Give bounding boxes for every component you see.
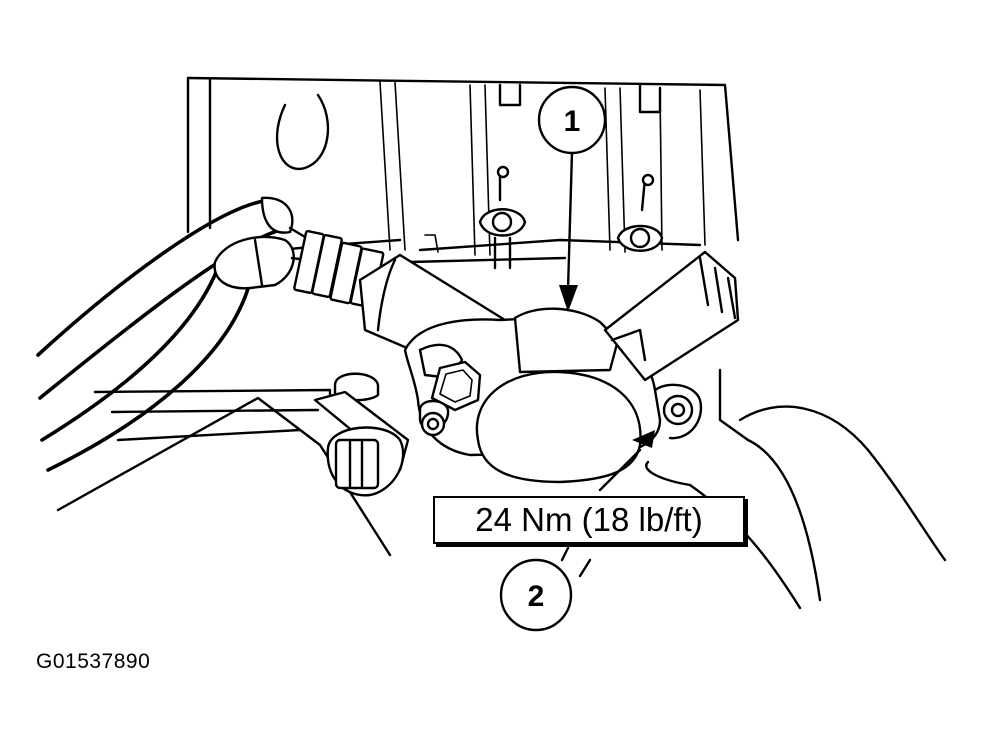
callout-2: 2	[499, 558, 573, 632]
rail-bracket-left	[478, 165, 527, 270]
torque-spec-label: 24 Nm (18 lb/ft)	[433, 496, 745, 544]
callout-2-label: 2	[528, 580, 545, 613]
rail-bracket-right	[616, 173, 664, 252]
fuel-lines	[36, 196, 322, 472]
mount-stud-left	[313, 372, 410, 497]
callout-1-leader	[559, 150, 578, 312]
fuel-pump	[358, 250, 740, 484]
engine-block	[186, 76, 740, 264]
callout-2-leader	[560, 430, 655, 578]
callout-1-label: 1	[564, 105, 581, 138]
callout-1: 1	[537, 85, 607, 155]
figure-id: G01537890	[36, 650, 151, 673]
